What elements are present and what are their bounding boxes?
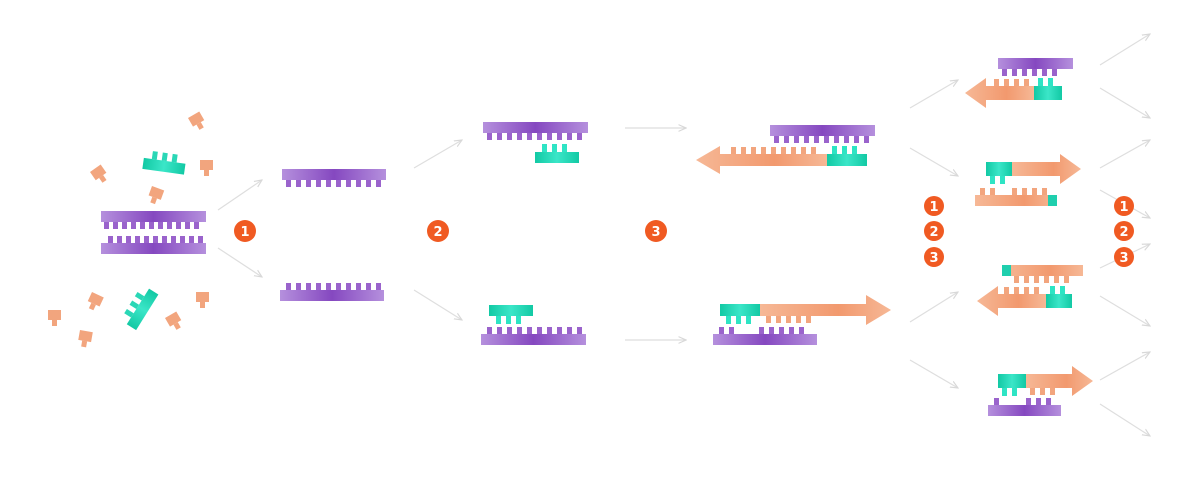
template-strand-icon bbox=[280, 283, 384, 301]
new-strand-icon bbox=[975, 188, 1057, 206]
primer-icon bbox=[124, 288, 159, 331]
cycle-badges: 1 2 3 bbox=[924, 196, 944, 267]
cycle-end-badge-2: 2 bbox=[1119, 225, 1128, 240]
step-badge-icon bbox=[645, 220, 667, 242]
arrow-5h bbox=[1099, 403, 1150, 436]
nucleotide-icon bbox=[48, 310, 61, 326]
new-strand-arrow bbox=[760, 295, 891, 325]
cycle-badge-1: 1 bbox=[929, 200, 938, 215]
cycle-badges-end: 1 2 3 bbox=[1114, 196, 1134, 267]
template-strand-icon bbox=[101, 211, 206, 229]
primer-icon bbox=[535, 144, 579, 163]
step-badge-icon bbox=[924, 196, 944, 216]
primer-icon bbox=[1046, 286, 1072, 308]
stage-initial bbox=[48, 111, 213, 348]
template-strand-icon bbox=[481, 327, 586, 345]
step-badge-icon bbox=[924, 221, 944, 241]
arrow-1a bbox=[217, 180, 262, 211]
step-badge-icon bbox=[1114, 221, 1134, 241]
arrow-5a bbox=[1099, 34, 1150, 66]
new-strand-arrow bbox=[696, 146, 827, 174]
nucleotide-icon bbox=[165, 311, 182, 330]
arrow-4d bbox=[909, 359, 958, 388]
cycle-badge-3: 3 bbox=[929, 251, 938, 266]
arrow-1b bbox=[217, 247, 262, 277]
cycle-end-badge-3: 3 bbox=[1119, 251, 1128, 266]
nucleotide-icon bbox=[87, 292, 104, 311]
nucleotide-icon bbox=[196, 292, 209, 308]
new-strand-icon bbox=[1002, 265, 1083, 283]
template-strand-icon bbox=[988, 398, 1061, 416]
nucleotide-icon bbox=[148, 186, 165, 205]
arrow-4c bbox=[909, 292, 958, 323]
step-badge-icon bbox=[427, 220, 449, 242]
step-badge-1: 1 bbox=[234, 220, 256, 242]
nucleotide-icon bbox=[78, 330, 93, 348]
template-strand-icon bbox=[101, 236, 206, 254]
new-strand-arrow bbox=[1012, 154, 1081, 184]
primer-icon bbox=[142, 151, 186, 175]
primer-icon bbox=[489, 305, 533, 324]
step-3-label: 3 bbox=[651, 225, 660, 240]
primer-icon bbox=[998, 374, 1026, 396]
step-badge-2: 2 bbox=[427, 220, 449, 242]
arrow-5g bbox=[1099, 352, 1150, 381]
step-badge-icon bbox=[234, 220, 256, 242]
stage-annealed bbox=[481, 122, 588, 345]
step-badge-icon bbox=[924, 247, 944, 267]
template-strand-icon bbox=[483, 122, 588, 140]
arrow-2b bbox=[413, 289, 462, 320]
new-strand-arrow bbox=[977, 286, 1046, 316]
arrow-2a bbox=[413, 140, 462, 169]
primer-icon bbox=[1034, 78, 1062, 100]
new-strand-arrow bbox=[1026, 366, 1093, 396]
step-badge-3: 3 bbox=[645, 220, 667, 242]
template-strand-icon bbox=[713, 327, 817, 345]
arrow-5f bbox=[1099, 295, 1150, 326]
template-strand-icon bbox=[770, 125, 875, 143]
step-1-label: 1 bbox=[240, 225, 249, 240]
stage-denatured bbox=[280, 169, 386, 301]
free-nucleotides bbox=[48, 111, 213, 348]
arrow-4a bbox=[909, 80, 958, 109]
step-badge-icon bbox=[1114, 247, 1134, 267]
nucleotide-icon bbox=[188, 111, 205, 130]
primer-icon bbox=[986, 162, 1012, 184]
primer-icon bbox=[720, 304, 760, 324]
nucleotide-icon bbox=[200, 160, 213, 176]
arrow-5c bbox=[1099, 140, 1150, 169]
step-badge-icon bbox=[1114, 196, 1134, 216]
cycle-end-badge-1: 1 bbox=[1119, 200, 1128, 215]
primer-icon bbox=[827, 146, 867, 166]
cycle-badge-2: 2 bbox=[929, 225, 938, 240]
nucleotide-icon bbox=[90, 164, 107, 183]
new-strand-arrow bbox=[965, 78, 1034, 108]
arrow-4b bbox=[909, 147, 958, 176]
template-strand-icon bbox=[998, 58, 1073, 76]
template-strand-icon bbox=[282, 169, 386, 187]
arrow-5b bbox=[1099, 87, 1150, 118]
stage-extension bbox=[696, 125, 891, 345]
stage-second-cycle bbox=[965, 58, 1093, 416]
step-2-label: 2 bbox=[433, 225, 442, 240]
